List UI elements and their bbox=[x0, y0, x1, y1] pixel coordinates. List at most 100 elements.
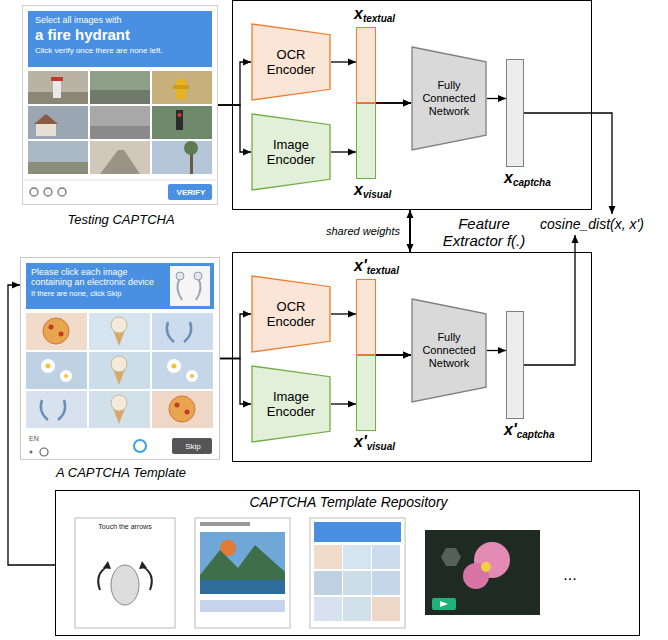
art-rect bbox=[75, 518, 175, 628]
art-rect bbox=[26, 313, 87, 350]
edge-label: shared weights bbox=[250, 224, 400, 238]
art-rect bbox=[28, 106, 88, 139]
art-circle bbox=[49, 325, 54, 330]
connector bbox=[218, 105, 251, 156]
feature-vector: x'visual bbox=[356, 355, 376, 431]
arrowhead bbox=[403, 100, 411, 107]
image-encoder: Image Encoder bbox=[251, 365, 331, 443]
art-rect bbox=[28, 71, 88, 104]
art-rect bbox=[314, 545, 342, 569]
art-rect bbox=[314, 571, 342, 595]
output-label: cosine_dist(x, x') bbox=[540, 216, 644, 233]
art-polygon bbox=[34, 114, 58, 124]
art-polygon bbox=[441, 548, 461, 566]
art-rect bbox=[28, 162, 88, 174]
art-rect bbox=[200, 532, 285, 594]
connector bbox=[220, 359, 251, 408]
art-rect bbox=[310, 518, 405, 628]
art-circle bbox=[176, 272, 184, 280]
feature-extractor: Feature Extractor f(.)OCR EncoderImage E… bbox=[232, 0, 592, 210]
vector-subscript: captcha bbox=[513, 177, 551, 188]
art-rect bbox=[90, 141, 150, 174]
arrowhead bbox=[12, 282, 20, 289]
feature-vector: xtextual bbox=[356, 27, 376, 103]
trapezoid-outline bbox=[252, 24, 330, 100]
similarity-output: cosine_dist(x, x') bbox=[538, 214, 646, 235]
arrowhead bbox=[348, 311, 356, 318]
connector bbox=[376, 352, 411, 359]
art-circle bbox=[111, 356, 127, 372]
art-rect bbox=[314, 522, 401, 542]
art-rect bbox=[170, 266, 210, 306]
art-rect bbox=[51, 77, 63, 81]
arrowhead bbox=[403, 100, 411, 107]
art-circle bbox=[172, 364, 177, 369]
art-polygon bbox=[139, 561, 147, 569]
connector bbox=[331, 311, 356, 318]
vector-symbol: x' bbox=[354, 433, 367, 450]
art-rect bbox=[372, 545, 400, 569]
block-label: OCR Encoder bbox=[259, 299, 323, 329]
block-label: Fully Connected Network bbox=[418, 79, 480, 118]
ellipsis: ... bbox=[552, 566, 588, 584]
vector-symbol: x bbox=[504, 169, 513, 186]
art-circle bbox=[169, 396, 195, 422]
art-rect bbox=[90, 71, 150, 104]
vector-symbol: x bbox=[354, 181, 363, 198]
connector-line bbox=[8, 285, 55, 565]
connector bbox=[376, 352, 411, 359]
connector bbox=[407, 210, 414, 252]
art-rect bbox=[26, 391, 87, 428]
art-circle bbox=[44, 188, 52, 196]
captcha-screenshot: Select all images witha fire hydrantClic… bbox=[22, 5, 218, 205]
fc-network: Fully Connected Network bbox=[411, 46, 487, 151]
art-circle bbox=[59, 332, 64, 337]
caption-label: Testing CAPTCHA bbox=[13, 212, 229, 228]
art-rect bbox=[200, 522, 250, 526]
connector bbox=[331, 401, 356, 408]
connector-line bbox=[218, 62, 251, 105]
art-rect bbox=[173, 85, 189, 89]
connector-line bbox=[218, 105, 251, 152]
feature-vector: x'textual bbox=[356, 279, 376, 355]
art-circle bbox=[58, 188, 66, 196]
connector bbox=[331, 59, 356, 66]
connector bbox=[376, 100, 411, 107]
art-circle bbox=[178, 113, 182, 117]
vector-subscript: textual bbox=[363, 13, 395, 24]
arrowhead bbox=[498, 347, 506, 354]
block-label: Image Encoder bbox=[259, 137, 323, 167]
vector-subscript: captcha bbox=[517, 429, 555, 440]
vector-symbol: x' bbox=[504, 421, 517, 438]
art-rect bbox=[90, 90, 150, 104]
art-path bbox=[41, 400, 65, 420]
arrowhead bbox=[243, 59, 251, 66]
trapezoid-outline bbox=[252, 366, 330, 442]
captcha-embedding: x'captcha bbox=[506, 311, 524, 419]
art-rect bbox=[432, 598, 456, 610]
art-rect bbox=[343, 597, 371, 621]
art-circle bbox=[134, 440, 146, 452]
art-circle bbox=[194, 272, 202, 280]
art-path bbox=[177, 278, 200, 300]
trapezoid-outline bbox=[252, 276, 330, 352]
art-polygon bbox=[200, 545, 285, 594]
art-rect bbox=[22, 5, 218, 205]
art-circle bbox=[40, 448, 48, 456]
art-rect bbox=[90, 106, 150, 139]
template-captcha-art bbox=[20, 257, 220, 460]
art-rect bbox=[343, 545, 371, 569]
art-rect bbox=[36, 124, 56, 136]
art-rect bbox=[176, 110, 183, 130]
arrowhead bbox=[407, 210, 414, 218]
vector-subscript: visual bbox=[367, 441, 395, 452]
module-title: CAPTCHA Template Repository bbox=[56, 494, 641, 511]
fc-network: Fully Connected Network bbox=[411, 298, 487, 403]
art-rect bbox=[168, 184, 212, 200]
art-rect bbox=[172, 438, 212, 454]
art-circle bbox=[41, 359, 55, 373]
vector-subscript: textual bbox=[367, 265, 399, 276]
image-encoder: Image Encoder bbox=[251, 113, 331, 191]
